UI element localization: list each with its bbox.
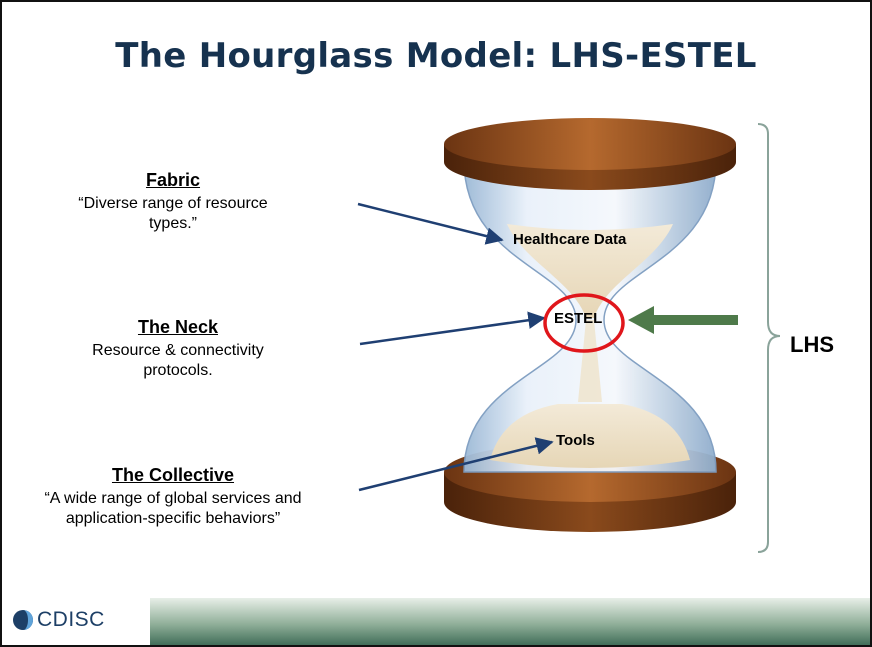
- slide-title: The Hourglass Model: LHS-ESTEL: [115, 36, 757, 76]
- estel-highlight-circle: [543, 293, 625, 353]
- footer-bar: [150, 598, 870, 645]
- estel-label: ESTEL: [554, 310, 603, 327]
- neck-arrow: [359, 311, 546, 346]
- cdisc-logo: CDISC: [12, 608, 105, 632]
- fabric-description: “Diverse range of resource types.”: [78, 195, 268, 232]
- fabric-block: Fabric “Diverse range of resource types.…: [58, 170, 288, 234]
- lhs-label: LHS: [790, 332, 834, 357]
- top-base: [444, 118, 736, 190]
- neck-block: The Neck Resource & connectivity protoco…: [78, 317, 278, 381]
- fabric-heading: Fabric: [145, 170, 201, 190]
- fabric-arrow: [357, 202, 504, 245]
- collective-block: The Collective “A wide range of global s…: [28, 465, 318, 529]
- healthcare-data-label: Healthcare Data: [513, 231, 627, 248]
- cdisc-logo-text: CDISC: [37, 608, 105, 631]
- neck-description: Resource & connectivity protocols.: [92, 342, 264, 379]
- upper-sand: [507, 224, 673, 318]
- tools-label: Tools: [556, 432, 595, 449]
- collective-description: “A wide range of global services and app…: [44, 490, 302, 527]
- collective-heading: The Collective: [111, 465, 235, 485]
- cdisc-logo-icon: [13, 610, 33, 630]
- lhs-bracket: [757, 123, 781, 553]
- neck-heading: The Neck: [137, 317, 219, 337]
- collective-arrow: [358, 437, 554, 492]
- indicator-arrow: [628, 306, 738, 334]
- sand-stream: [578, 320, 602, 402]
